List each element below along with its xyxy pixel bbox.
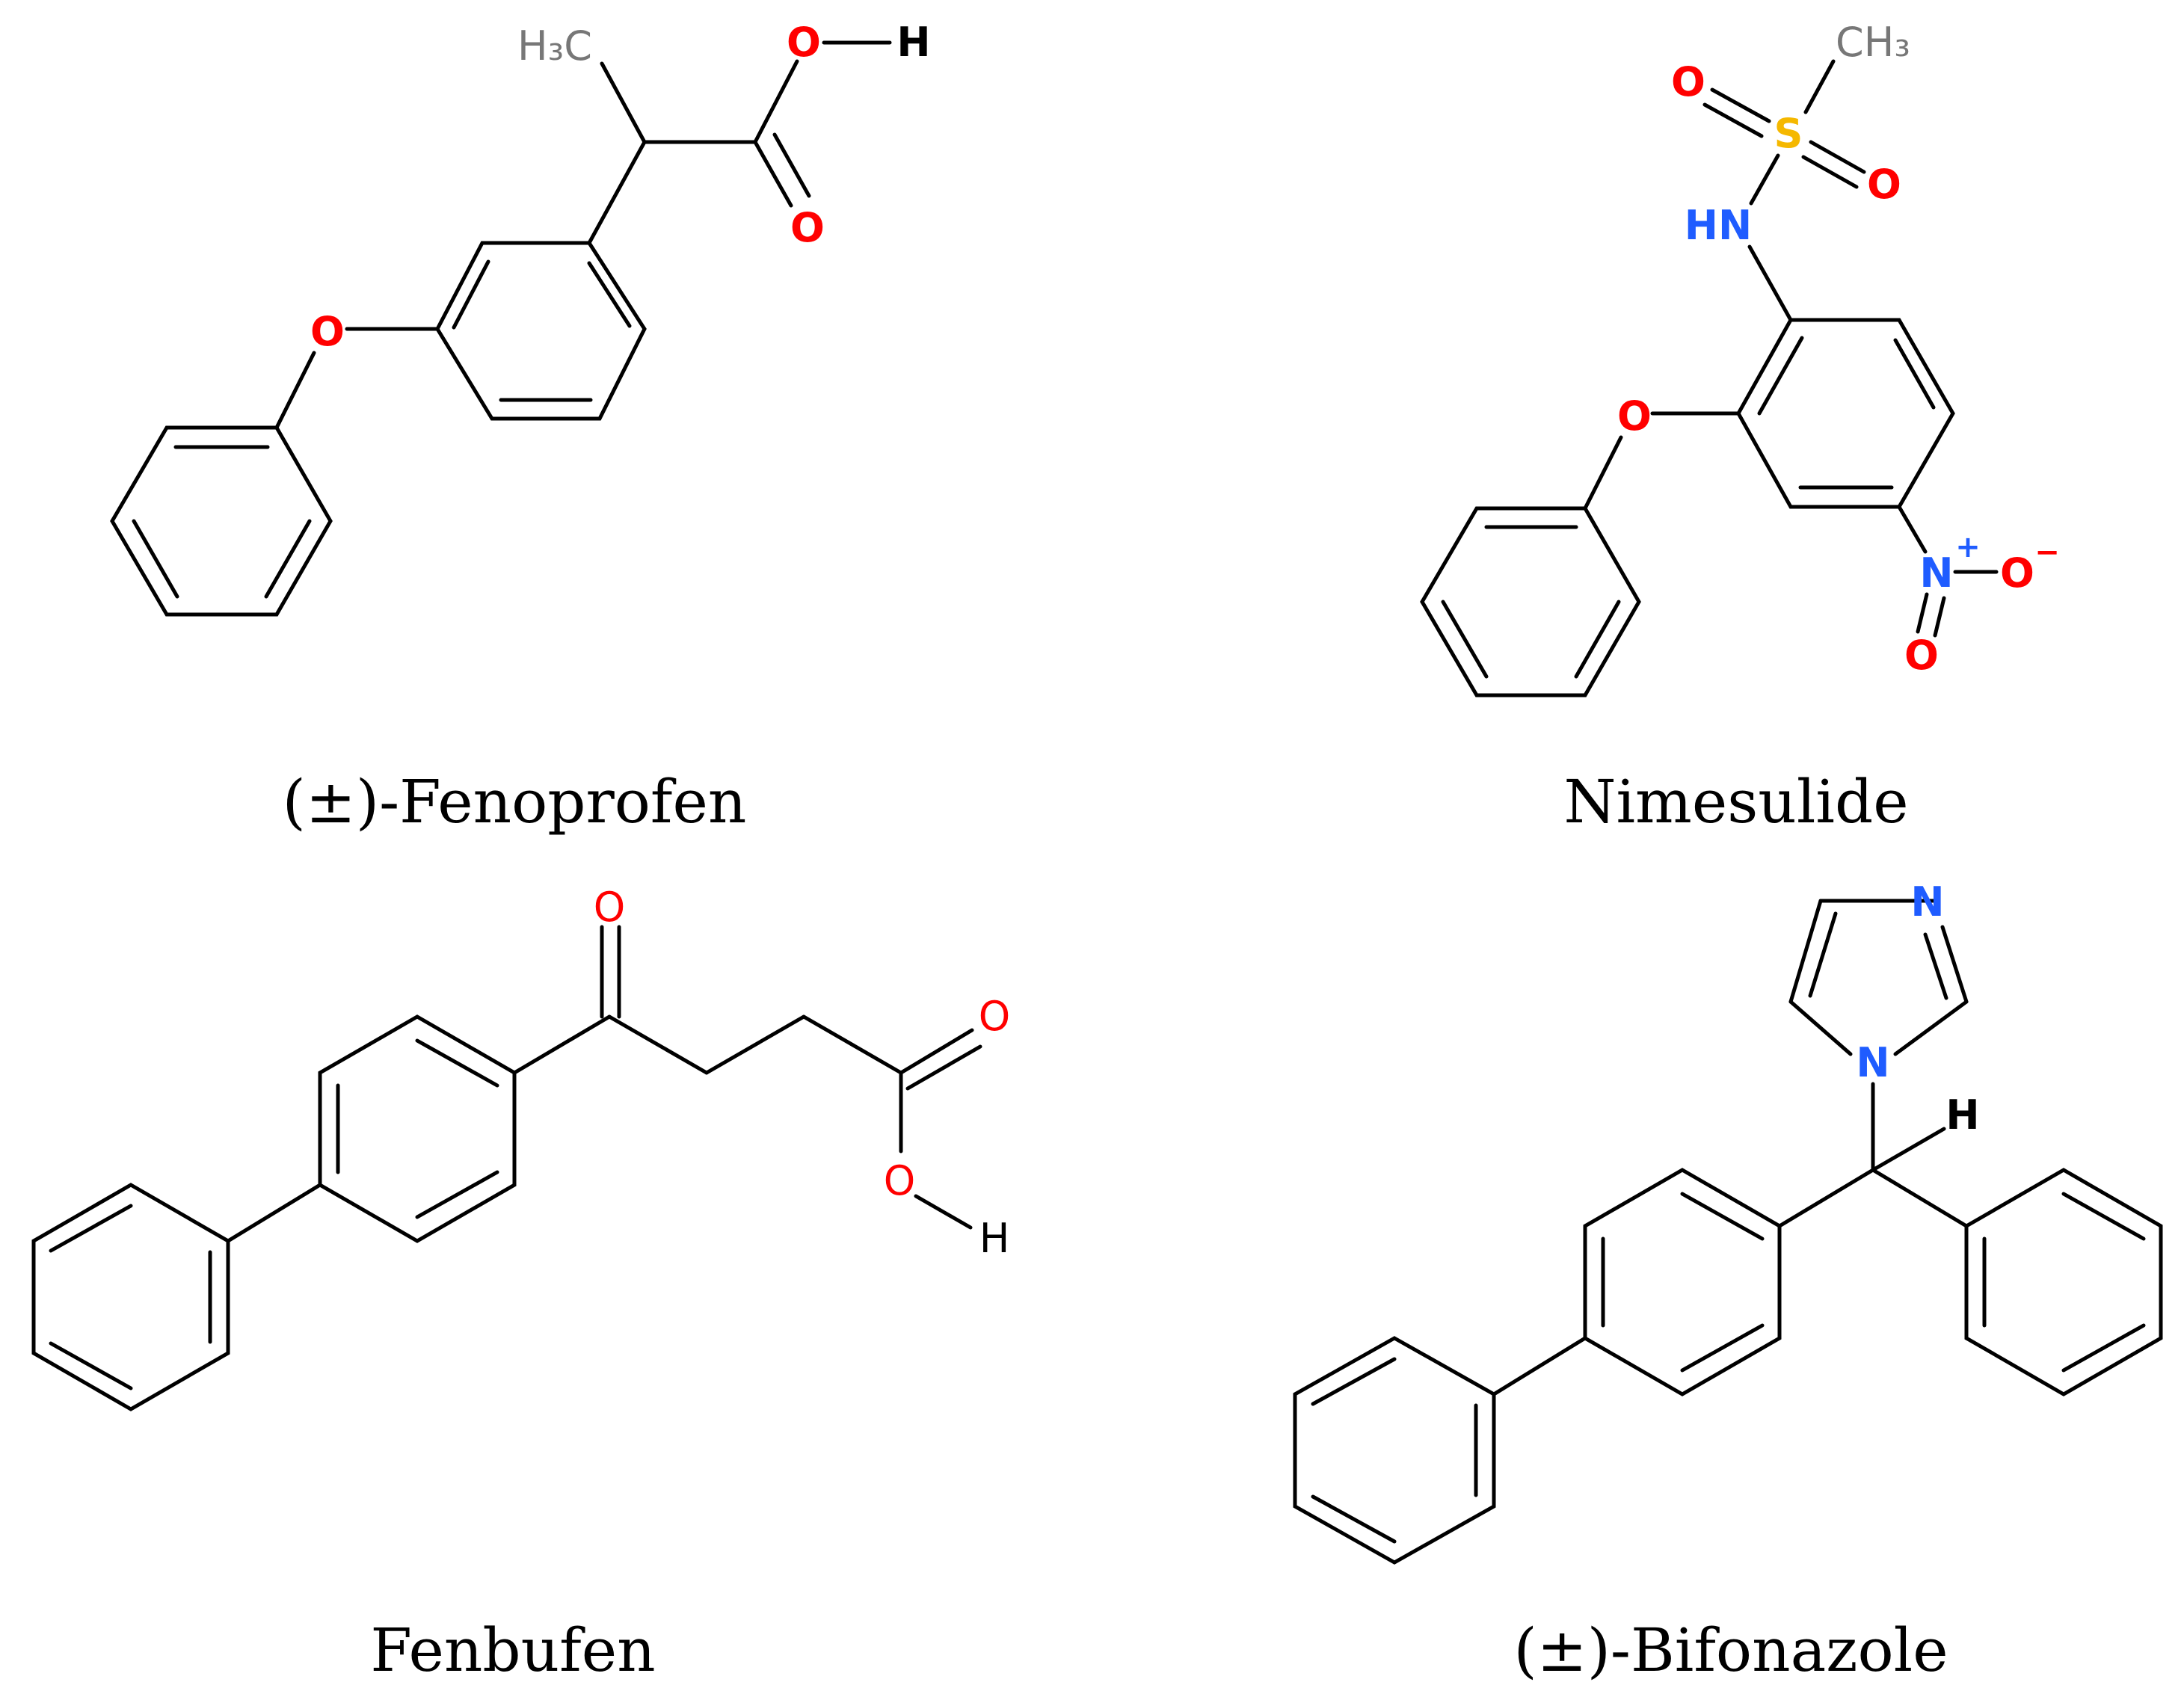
bifonazole-ring-left-double-3: [1311, 1357, 1397, 1406]
nimesulide-bond-s-o1-a: [1710, 87, 1771, 123]
fenbufen-ring-phenyl-double-3: [49, 1204, 133, 1253]
fenoprofen-ring-phenyl-double-3: [132, 519, 179, 599]
fenbufen-caption: Fenbufen: [370, 1616, 655, 1685]
nimesulide-nitro-n-charge: +: [1955, 530, 1981, 564]
nimesulide-nitro-o1-charge: −: [2034, 535, 2060, 570]
nimesulide-methyl-label: CH₃: [1836, 19, 1910, 66]
fenbufen-bond-biaryl: [226, 1183, 322, 1243]
nimesulide-amine-label: HN: [1685, 202, 1752, 249]
fenbufen-bond-c-o-double-a: [899, 1028, 974, 1075]
bifonazole-ring-left-double-2: [1311, 1494, 1397, 1544]
bifonazole-ring-right: [1964, 1168, 2163, 1396]
fenbufen-structure: O O O H: [31, 884, 1011, 1411]
nimesulide-ether-o-label: O: [1617, 392, 1652, 440]
fenoprofen-hydroxyl-o-label: O: [787, 19, 821, 66]
bifonazole-ring-left: [1293, 1336, 1496, 1565]
fenbufen-ring-phenyl: [31, 1183, 230, 1411]
nimesulide-bond-n-s: [1749, 153, 1780, 206]
bifonazole-ring-right-double-2: [2061, 1323, 2146, 1373]
fenbufen-bond-c-o-double-b: [905, 1044, 982, 1091]
nimesulide-ring-phenyl-double-2: [1574, 600, 1621, 679]
nimesulide-caption: Nimesulide: [1563, 767, 1908, 837]
fenoprofen-structure: H₃C O H O O: [110, 19, 931, 617]
fenoprofen-ring-phenyl: [110, 425, 333, 617]
nimesulide-bond-s-o1-b: [1702, 102, 1764, 138]
fenoprofen-ring-central: [435, 241, 647, 421]
fenbufen-ring-central-double-1: [415, 1038, 499, 1088]
nimesulide-sulfonyl-o1-label: O: [1671, 58, 1705, 105]
fenbufen-acid-o-label: O: [979, 993, 1011, 1040]
fenoprofen-bond-c-o-1: [753, 140, 793, 208]
bifonazole-ring-middle-double-1: [1680, 1192, 1765, 1241]
nimesulide-nitro-o1-label: O: [2000, 549, 2034, 597]
bifonazole-structure: N N H: [1293, 878, 2163, 1565]
nimesulide-bond-o-phenyl: [1583, 435, 1623, 511]
bifonazole-ring-right-double-1: [2061, 1192, 2146, 1241]
bifonazole-methine-h-label: H: [1945, 1091, 1979, 1139]
bifonazole-bond-ch-h: [1871, 1127, 1946, 1172]
bifonazole-bond-ch-ring-right: [1871, 1168, 1969, 1228]
nimesulide-bond-s-o2-a: [1809, 140, 1866, 174]
bifonazole-bond-ch-ring-left: [1777, 1168, 1875, 1228]
fenbufen-bond-ch2-cooh: [802, 1014, 903, 1075]
fenoprofen-carbonyl-o-label: O: [790, 204, 825, 251]
nimesulide-nitro-n-label: N: [1919, 549, 1953, 597]
nimesulide-ring-phenyl: [1420, 506, 1641, 697]
fenoprofen-ring-phenyl-double-2: [264, 519, 312, 599]
fenoprofen-bond-c-o-2: [772, 132, 811, 198]
bifonazole-imidazole-n3-c2-a: [1940, 925, 1969, 1004]
nimesulide-ring-central-double-1: [1893, 338, 1936, 410]
nimesulide-bond-ring-n: [1747, 244, 1793, 322]
nimesulide-sulfonyl-o2-label: O: [1867, 161, 1901, 208]
fenoprofen-bond-o-phenyl: [274, 351, 316, 430]
fenbufen-bond-ring-co: [512, 1014, 612, 1075]
bifonazole-imidazole-c5-c4-b: [1808, 911, 1838, 998]
nimesulide-bond-s-methyl: [1803, 59, 1836, 114]
nimesulide-bond-n-o2-a: [1916, 592, 1929, 634]
bifonazole-ring-middle-double-2: [1680, 1323, 1765, 1373]
fenbufen-ketone-o-label: O: [594, 884, 626, 931]
fenoprofen-bond-ring-ch: [587, 140, 647, 245]
nimesulide-structure: CH₃ S O O HN O N + O − O: [1420, 19, 2060, 697]
fenoprofen-bond-c-oh: [753, 59, 799, 144]
nimesulide-ring-central: [1736, 318, 1955, 509]
nimesulide-ring-central-double-3: [1757, 336, 1804, 416]
fenoprofen-hydroxyl-h-label: H: [896, 19, 930, 66]
bifonazole-imidazole-c5-c4-a: [1788, 899, 1823, 1004]
fenbufen-ring-central-double-2: [415, 1170, 499, 1219]
bifonazole-imidazole-n-bottom-label: N: [1856, 1039, 1889, 1086]
nimesulide-bond-s-o2-b: [1801, 155, 1859, 189]
nimesulide-sulfur-label: S: [1774, 110, 1803, 157]
fenbufen-ring-phenyl-double-2: [49, 1341, 133, 1390]
nimesulide-bond-ring-nitro: [1897, 505, 1928, 554]
fenoprofen-caption: (±)-Fenoprofen: [283, 767, 747, 837]
fenbufen-hydroxyl-h-label: H: [979, 1215, 1010, 1262]
fenbufen-hydroxyl-o-label: O: [884, 1157, 916, 1204]
fenoprofen-ether-o-label: O: [310, 308, 345, 355]
bifonazole-caption: (±)-Bifonazole: [1513, 1616, 1948, 1685]
bifonazole-imidazole-n1-c5: [1788, 1000, 1853, 1056]
bifonazole-imidazole-n3-c2-b: [1923, 932, 1948, 1000]
bifonazole-ring-middle: [1583, 1168, 1782, 1396]
nimesulide-nitro-o2-label: O: [1904, 632, 1939, 679]
fenbufen-ring-central: [318, 1014, 517, 1243]
nimesulide-ring-phenyl-double-3: [1441, 600, 1489, 679]
fenbufen-bond-c-ch2: [607, 1014, 709, 1075]
bifonazole-imidazole-n-top-label: N: [1910, 878, 1944, 925]
fenoprofen-methyl-label: H₃C: [517, 22, 592, 70]
fenbufen-bond-ch2-ch2: [704, 1014, 806, 1075]
fenoprofen-ring-central-double-1: [587, 261, 632, 328]
bifonazole-bond-biaryl: [1492, 1336, 1587, 1396]
fenbufen-bond-o-h: [914, 1194, 973, 1230]
fenoprofen-ring-central-double-3: [452, 259, 490, 330]
bifonazole-imidazole-c2-n1: [1893, 1000, 1969, 1056]
nimesulide-bond-n-o2-b: [1933, 596, 1946, 638]
fenoprofen-bond-ch-methyl: [600, 61, 647, 144]
